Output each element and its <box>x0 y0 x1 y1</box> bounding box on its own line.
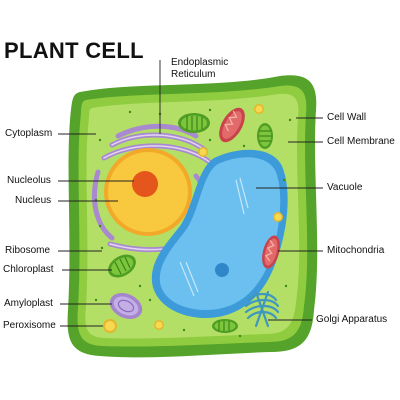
label-chloroplast: Chloroplast <box>3 264 54 275</box>
label-cell-wall: Cell Wall <box>327 112 367 123</box>
label-er-line2: Reticulum <box>171 69 216 80</box>
label-endoplasmic-reticulum: Endoplasmic Reticulum <box>171 57 228 81</box>
mitochondrion-2 <box>262 235 280 269</box>
label-golgi-apparatus: Golgi Apparatus <box>316 314 388 325</box>
label-cytoplasm: Cytoplasm <box>5 128 53 139</box>
amyloplast <box>109 292 143 320</box>
chloroplast-3 <box>108 254 136 278</box>
chloroplast-1 <box>178 113 210 133</box>
label-ribosome: Ribosome <box>5 245 51 256</box>
leader-lines <box>58 60 323 327</box>
mitochondrion-1 <box>219 107 245 143</box>
label-vacuole: Vacuole <box>327 182 363 193</box>
label-cell-membrane: Cell Membrane <box>327 136 395 147</box>
diagram-title: PLANT CELL <box>4 38 144 63</box>
label-er-line1: Endoplasmic <box>171 57 229 68</box>
nucleolus <box>132 171 158 197</box>
label-peroxisome: Peroxisome <box>3 320 56 331</box>
golgi-apparatus <box>244 290 280 328</box>
label-nucleus: Nucleus <box>15 195 52 206</box>
ribosome-dots <box>94 108 292 338</box>
chloroplast-2 <box>257 123 273 149</box>
label-mitochondria: Mitochondria <box>327 245 385 256</box>
chloroplast-4 <box>212 319 238 333</box>
label-amyloplast: Amyloplast <box>4 298 53 309</box>
label-nucleolus: Nucleolus <box>7 175 51 186</box>
